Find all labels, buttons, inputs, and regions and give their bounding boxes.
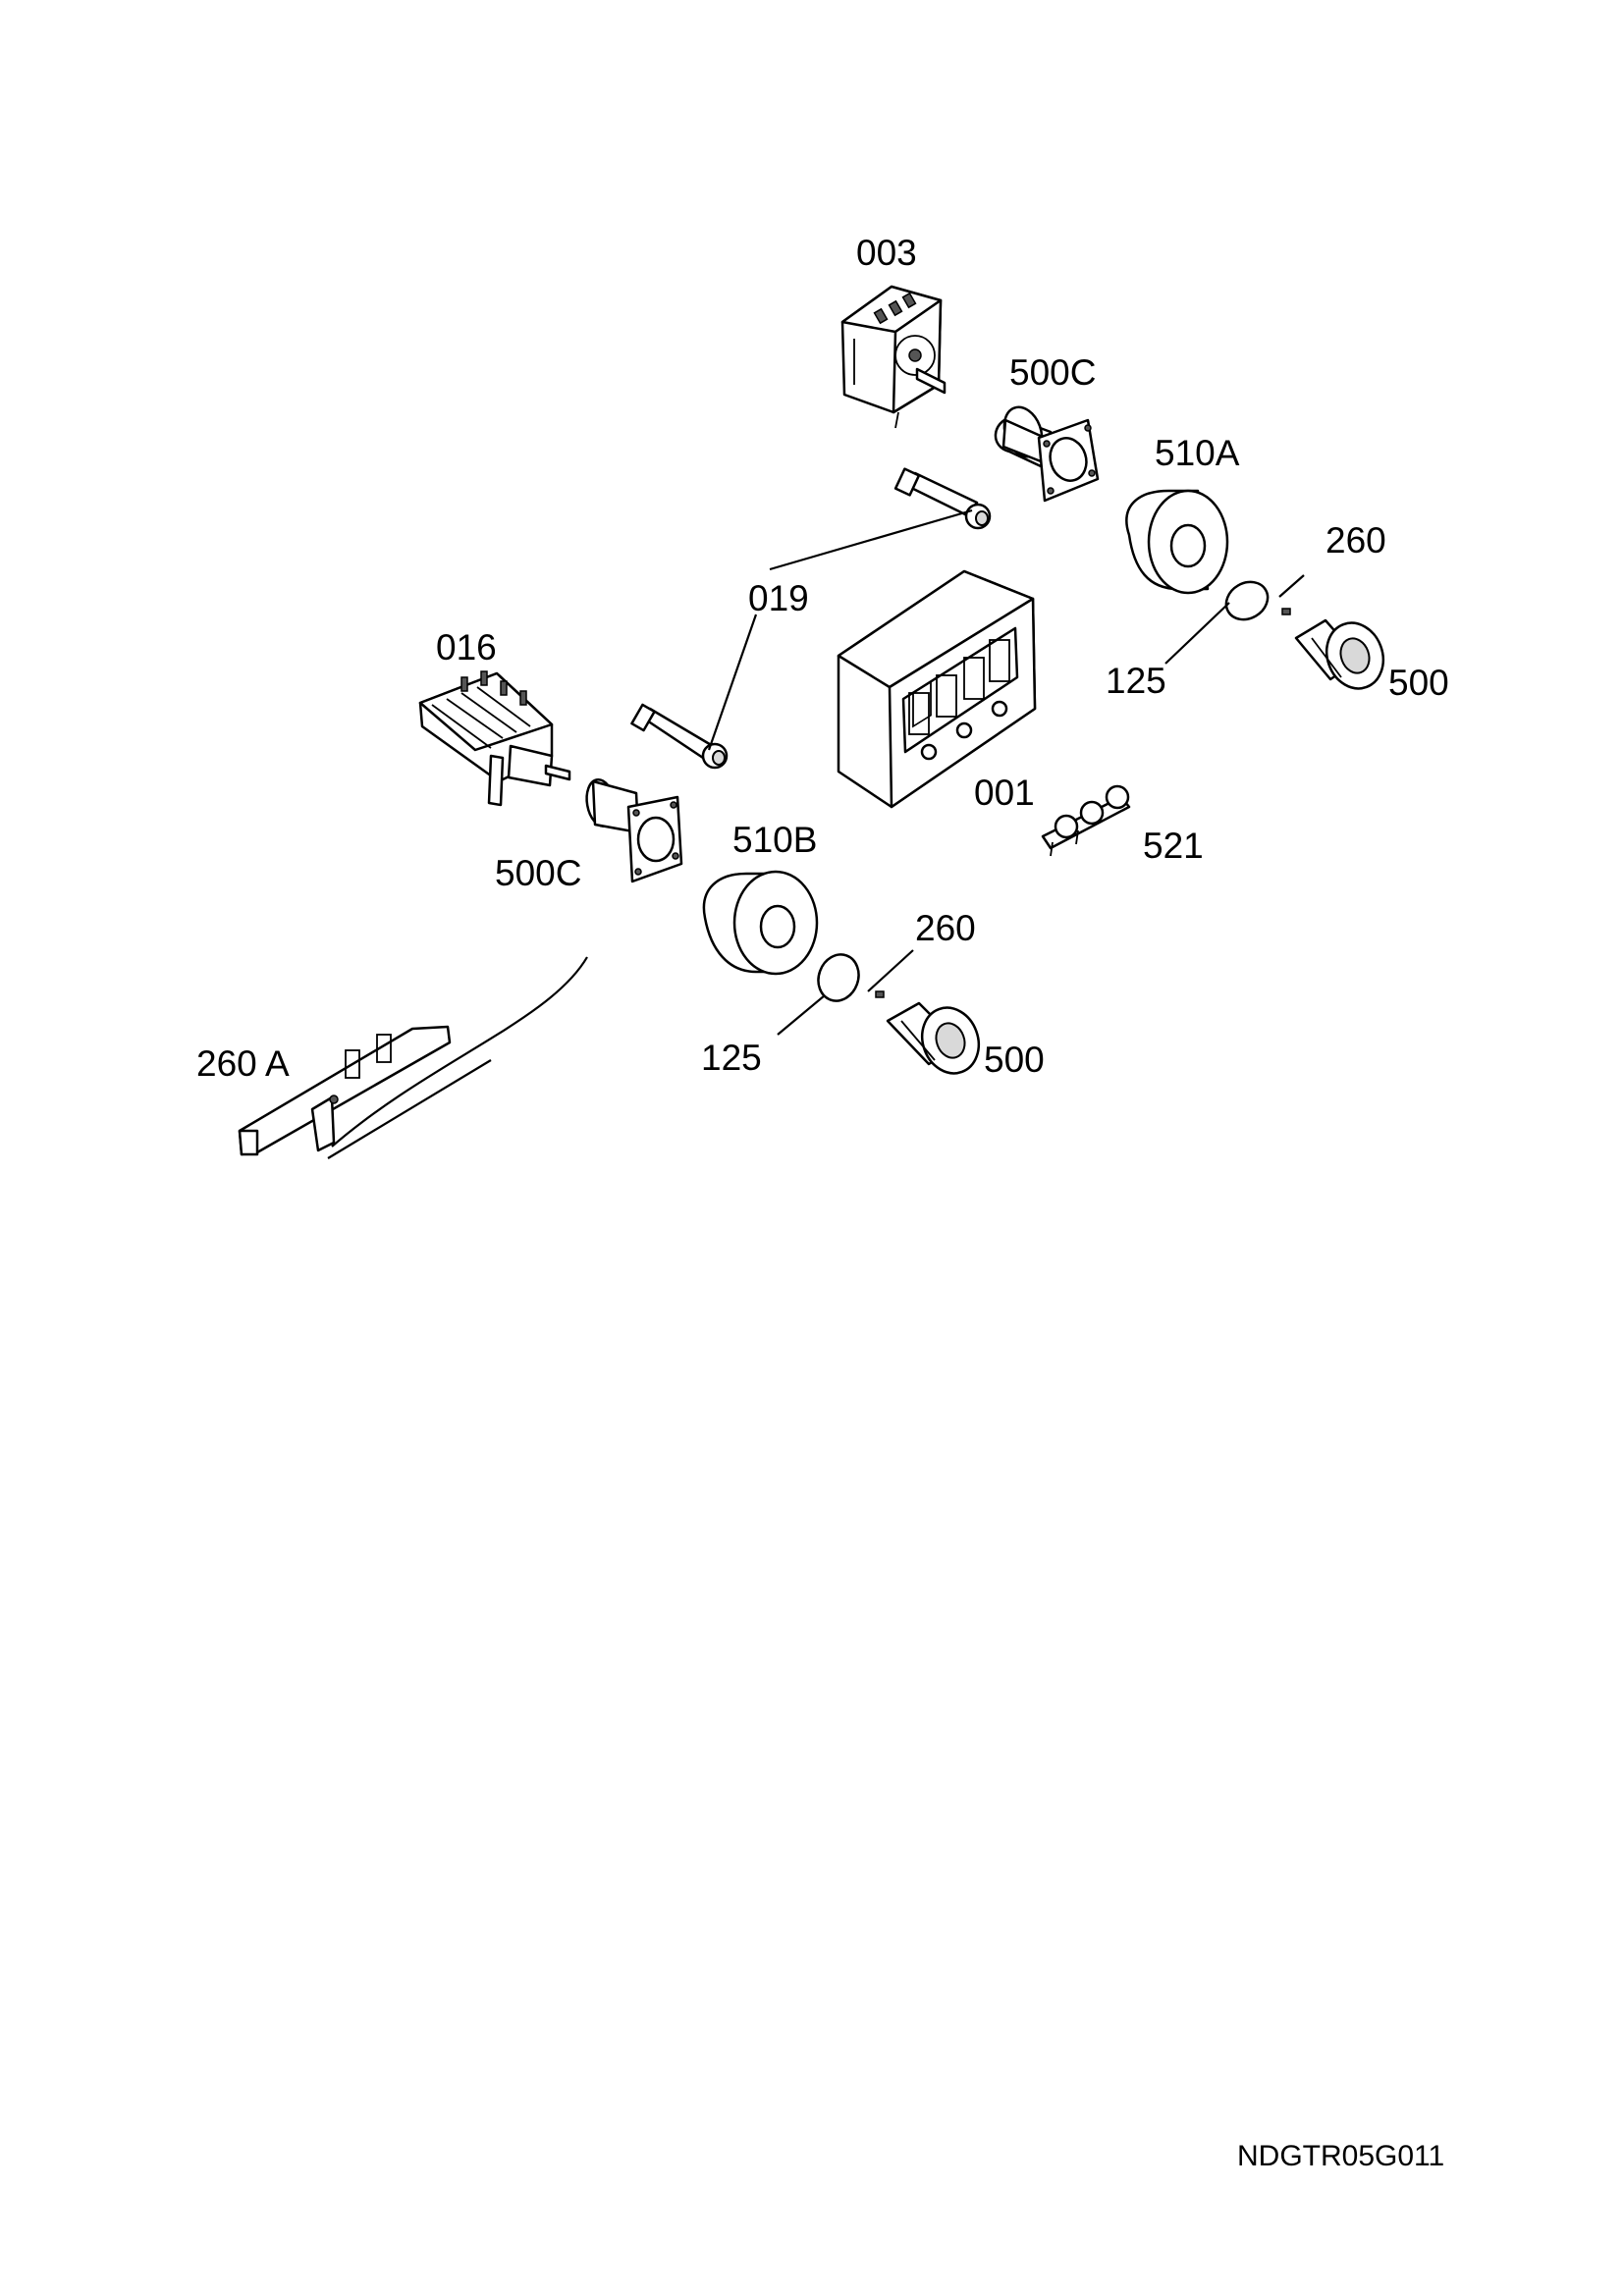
part-521-lamp-holders (1041, 784, 1131, 857)
drawing-code: NDGTR05G011 (1237, 2140, 1444, 2172)
part-003-switch (840, 285, 947, 429)
label-260a: 260 A (196, 1043, 290, 1084)
label-500-bottom: 500 (984, 1040, 1045, 1080)
part-125-top-ring (1224, 580, 1270, 621)
label-510b: 510B (732, 820, 817, 860)
part-260-mid-clip (875, 990, 885, 998)
label-521: 521 (1143, 826, 1204, 866)
label-125-bottom: 125 (701, 1038, 762, 1078)
part-500-top-knob (1294, 618, 1385, 690)
part-500c-top-bushing (994, 405, 1100, 503)
part-016-selector-switch (418, 670, 571, 807)
label-500c-left: 500C (495, 853, 581, 893)
label-260-mid: 260 (915, 908, 976, 948)
label-003: 003 (856, 233, 917, 273)
part-019-top-pin (893, 467, 992, 530)
part-019-lower-pin (630, 703, 729, 770)
label-016: 016 (436, 627, 497, 667)
label-510a: 510A (1155, 433, 1240, 473)
leader-lines (707, 508, 1305, 1036)
label-500-top: 500 (1388, 663, 1449, 703)
label-500c-top: 500C (1009, 352, 1096, 393)
label-125-top: 125 (1106, 661, 1166, 701)
part-510b-bezel (702, 870, 819, 976)
label-019: 019 (748, 578, 809, 618)
label-001: 001 (974, 773, 1035, 813)
part-125-bottom-ring (817, 953, 860, 1002)
part-510a-bezel (1125, 489, 1229, 595)
part-500-bottom-knob (886, 1001, 981, 1075)
part-500c-left-bushing (585, 777, 683, 883)
label-260-top: 260 (1325, 520, 1386, 561)
part-001-timer (837, 569, 1037, 809)
part-260a-bracket (238, 956, 588, 1159)
part-260-top-clip (1281, 608, 1291, 615)
